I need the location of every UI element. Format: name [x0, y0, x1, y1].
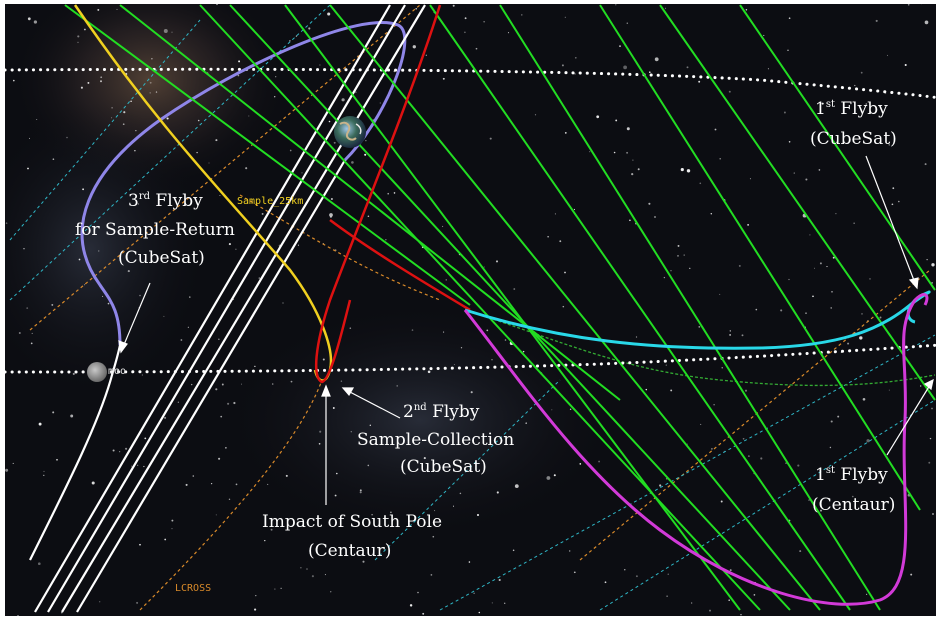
flyby1-cubesat-label-line1: 1st Flyby	[815, 99, 888, 119]
flyby2-label-line1: 2nd Flyby	[403, 402, 480, 422]
green-dashed-curve	[464, 309, 936, 387]
flyby2-label-line3: (CubeSat)	[400, 457, 487, 477]
white-left-arc	[29, 344, 122, 561]
dotted-reference-line-bottom	[5, 343, 936, 374]
lavender-return-orbit	[80, 21, 407, 346]
earth-icon	[334, 116, 366, 148]
cyan-dashed-line-5	[374, 379, 561, 561]
white-trajectory-3	[61, 4, 426, 613]
red-centaur-trajectory	[314, 4, 471, 384]
flyby3-label-line1: 3rd Flyby	[128, 191, 203, 211]
lcross-trajectory	[139, 379, 323, 611]
white-trajectory-1	[34, 4, 391, 613]
impact-label-line2: (Centaur)	[308, 541, 391, 561]
annotation-arrows	[118, 155, 934, 505]
milky-way-glow-3	[220, 300, 620, 540]
cyan-dashed-line-3	[439, 334, 936, 611]
impact-label-line1: Impact of South Pole	[262, 512, 442, 532]
flyby3-label-line3: (CubeSat)	[118, 248, 205, 268]
magenta-centaur-trajectory	[463, 293, 929, 606]
white-trajectory-2	[47, 4, 406, 613]
orange-dashed-mid	[239, 194, 441, 301]
green-trajectories	[64, 4, 936, 611]
flyby3-label-line2: for Sample-Return	[75, 220, 235, 240]
dotted-reference-line-top	[5, 67, 936, 99]
orange-dashed-orbit-right	[579, 269, 931, 561]
white-trajectory-4	[76, 159, 346, 613]
lcross-tag: LCROSS	[175, 583, 211, 594]
sample-tag: Sample_25km	[237, 196, 303, 207]
moon-tag: moo	[108, 366, 126, 377]
flyby1-cubesat-label-line2: (CubeSat)	[810, 129, 897, 149]
flyby2-label-line2: Sample-Collection	[357, 430, 514, 450]
flyby1-centaur-label-line1: 1st Flyby	[815, 465, 888, 485]
moon-icon	[87, 362, 107, 382]
milky-way-glow-2	[5, 100, 210, 400]
flyby1-centaur-label-line2: (Centaur)	[812, 495, 895, 515]
cyan-dashed-line-1	[9, 19, 201, 241]
